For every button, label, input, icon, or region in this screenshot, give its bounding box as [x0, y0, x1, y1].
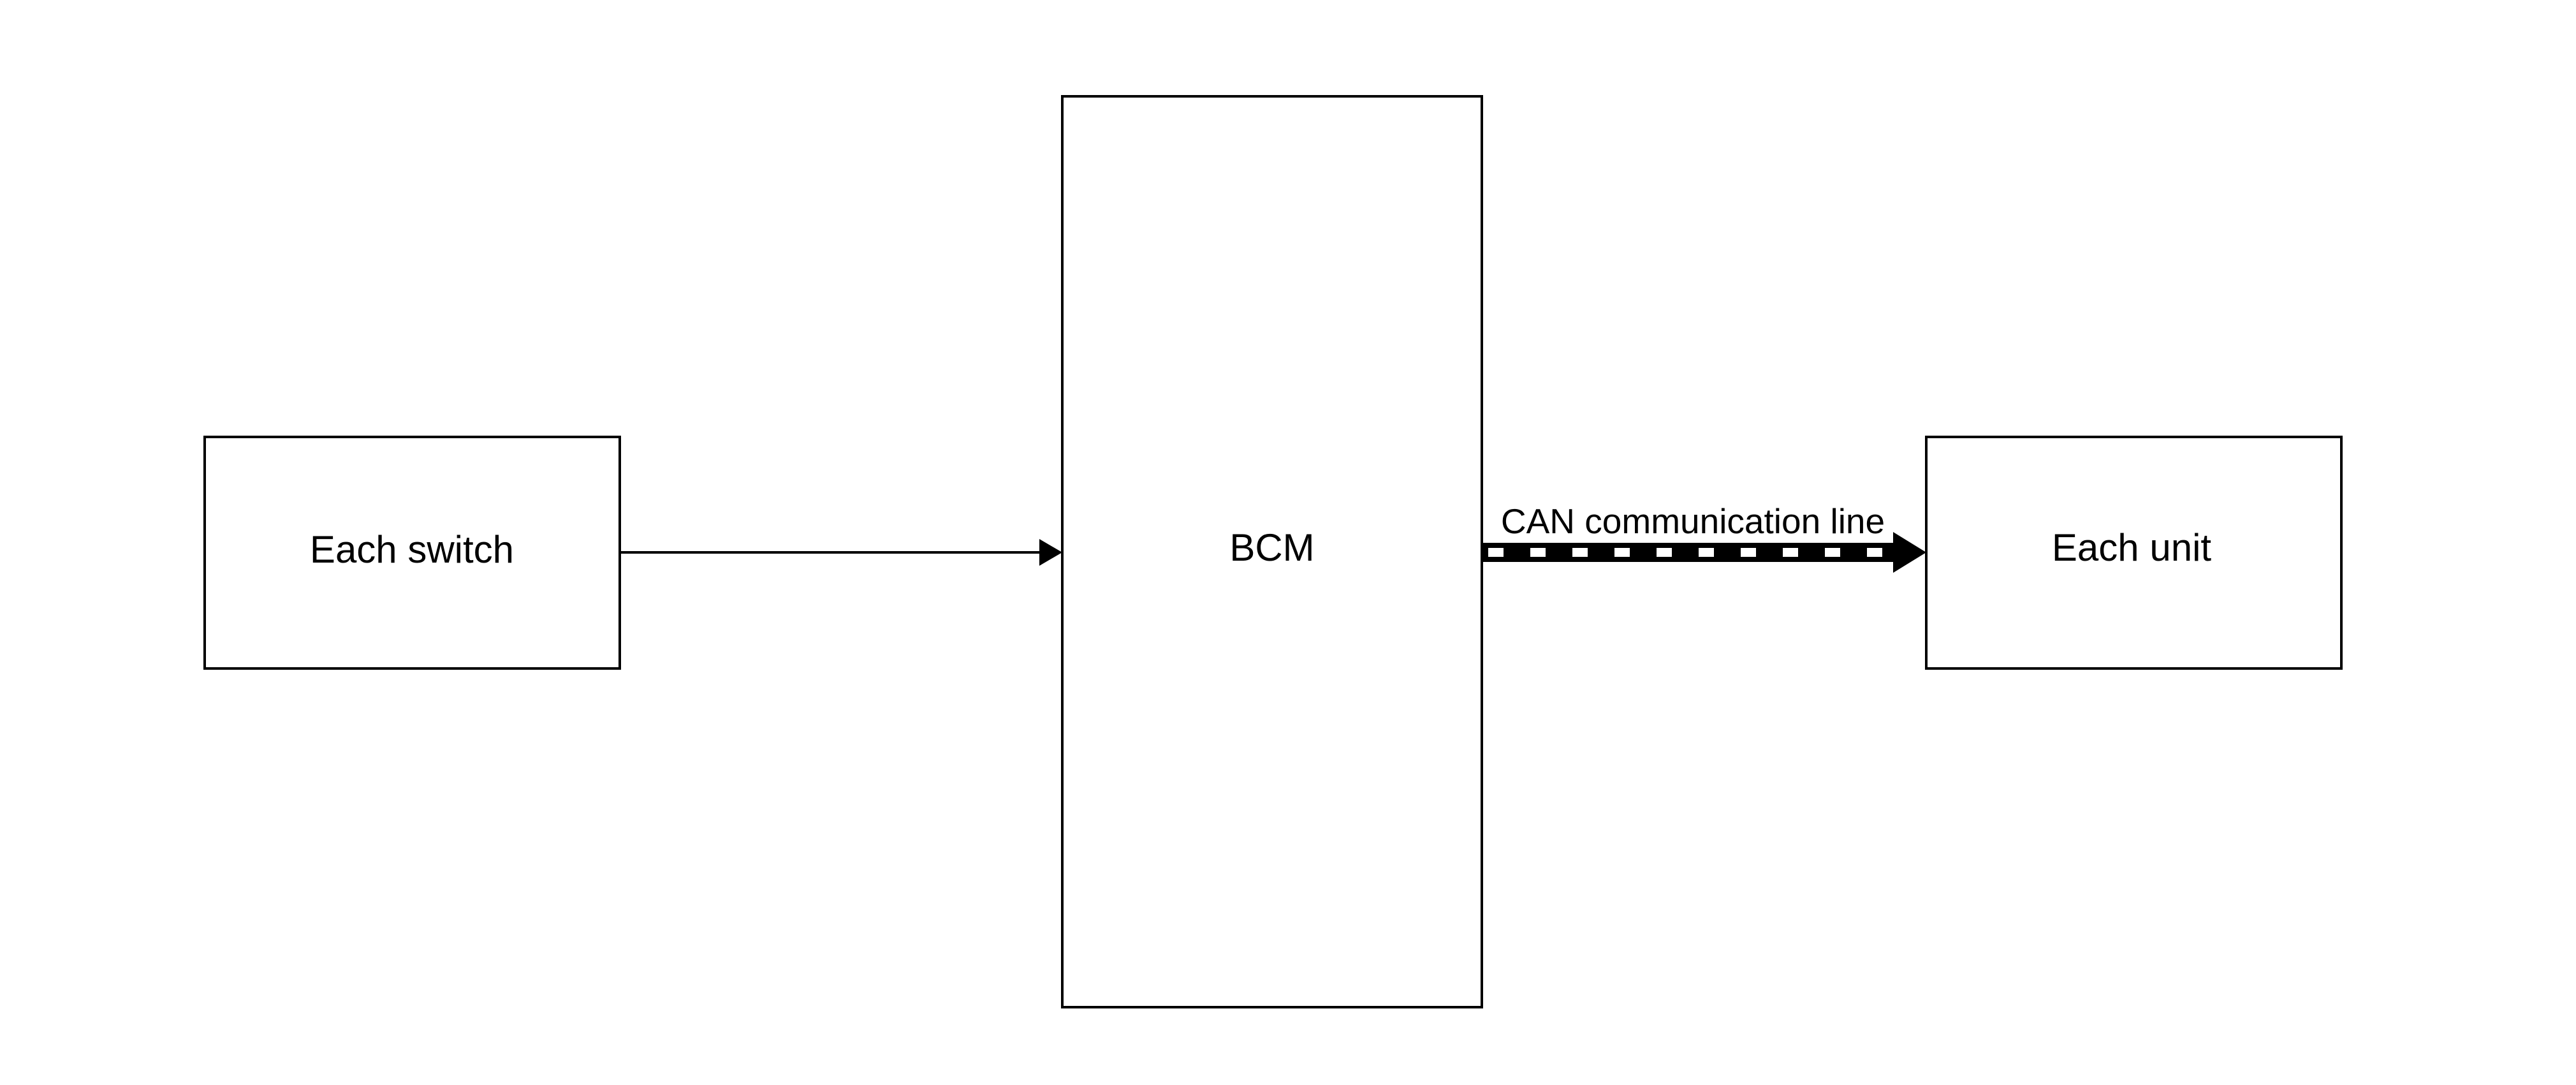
- node-each-switch: Each switch: [203, 436, 621, 670]
- arrowhead-icon: [1893, 532, 1926, 573]
- edge-switch-to-bcm: [620, 539, 1062, 566]
- node-each-switch-box: [203, 436, 621, 670]
- node-bcm-box: [1061, 95, 1483, 1008]
- node-bcm-label: BCM: [1229, 526, 1314, 569]
- node-each-unit-label: Each unit: [2052, 526, 2211, 569]
- node-bcm: BCM: [1061, 95, 1483, 1008]
- node-each-unit-box: [1925, 436, 2343, 670]
- node-each-switch-label: Each switch: [310, 528, 514, 571]
- edge-bcm-to-unit: CAN communication line: [1482, 501, 1926, 573]
- arrowhead-icon: [1039, 539, 1062, 566]
- edge-can-line-label: CAN communication line: [1501, 501, 1885, 541]
- node-each-unit: Each unit: [1925, 436, 2343, 670]
